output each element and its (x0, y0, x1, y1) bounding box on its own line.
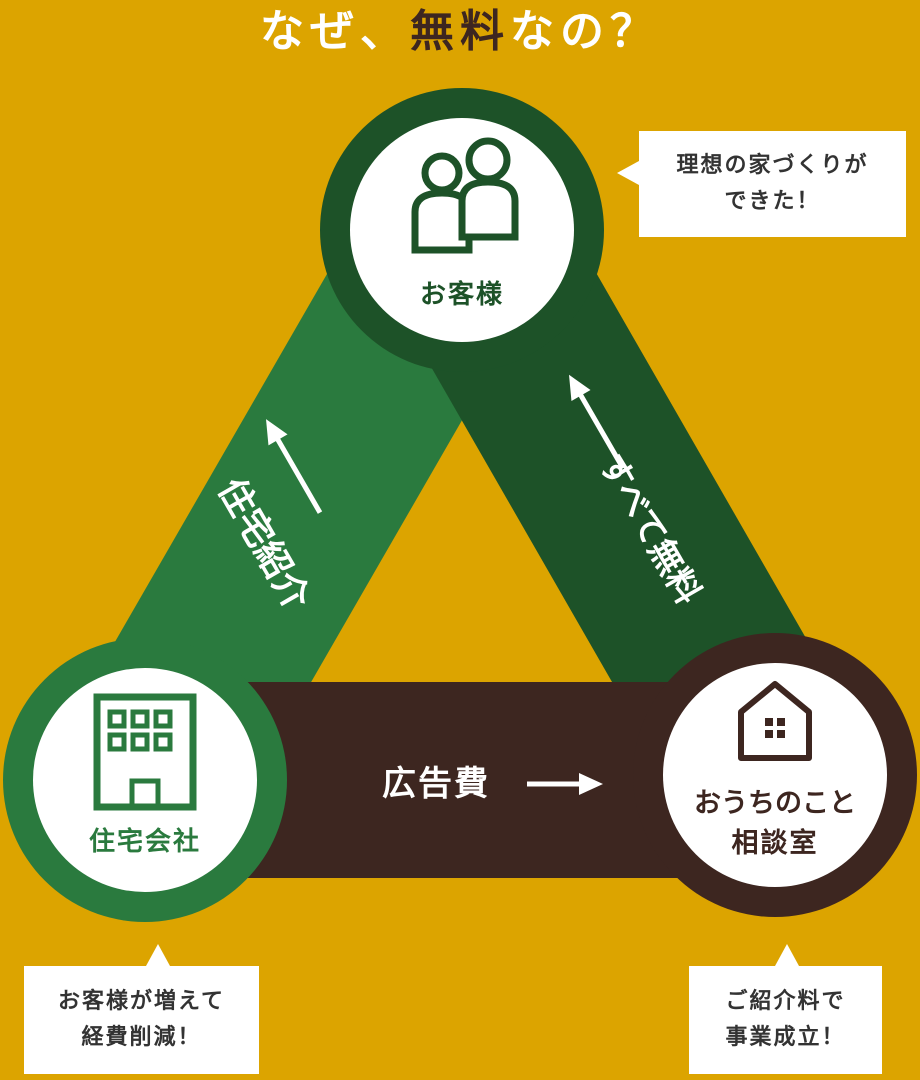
callout-tail (146, 944, 170, 966)
page-title: なぜ、無料なの？ (0, 0, 920, 64)
consultancy-callout: ご紹介料で 事業成立！ (689, 944, 882, 1074)
people-icon (411, 137, 519, 254)
builder-label: 住宅会社 (89, 826, 201, 857)
customer-callout-line2: できた！ (724, 189, 821, 214)
consultancy-node (663, 663, 887, 887)
builder-callout: お客様が増えて 経費削減！ (24, 944, 259, 1074)
arrow-builder-to-customer (266, 419, 323, 514)
consultancy-label-line1: おうちのこと (694, 788, 856, 819)
consultancy-label-line2: 相談室 (732, 827, 819, 859)
customer-callout: 理想の家づくりが できた！ (617, 131, 906, 237)
callout-tail (775, 944, 799, 966)
title-emphasis: 無料 (410, 6, 510, 57)
builder-callout-line1: お客様が増えて (58, 989, 225, 1014)
consultancy-callout-line1: ご紹介料で (725, 989, 846, 1014)
arrow-consultancy-to-customer (569, 374, 626, 470)
house-icon (738, 681, 812, 761)
customer-label: お客様 (420, 279, 504, 310)
callout-tail (617, 161, 639, 185)
title-suffix: なの？ (510, 6, 660, 57)
edge-label-builder-consultancy: 広告費 (382, 764, 490, 804)
consultancy-callout-line2: 事業成立！ (725, 1025, 846, 1050)
builder-callout-line2: 経費削減！ (81, 1025, 202, 1050)
building-icon (93, 693, 197, 811)
customer-callout-line1: 理想の家づくりが (676, 153, 869, 178)
arrow-builder-to-consultancy (527, 773, 603, 795)
title-prefix: なぜ、 (260, 6, 410, 57)
